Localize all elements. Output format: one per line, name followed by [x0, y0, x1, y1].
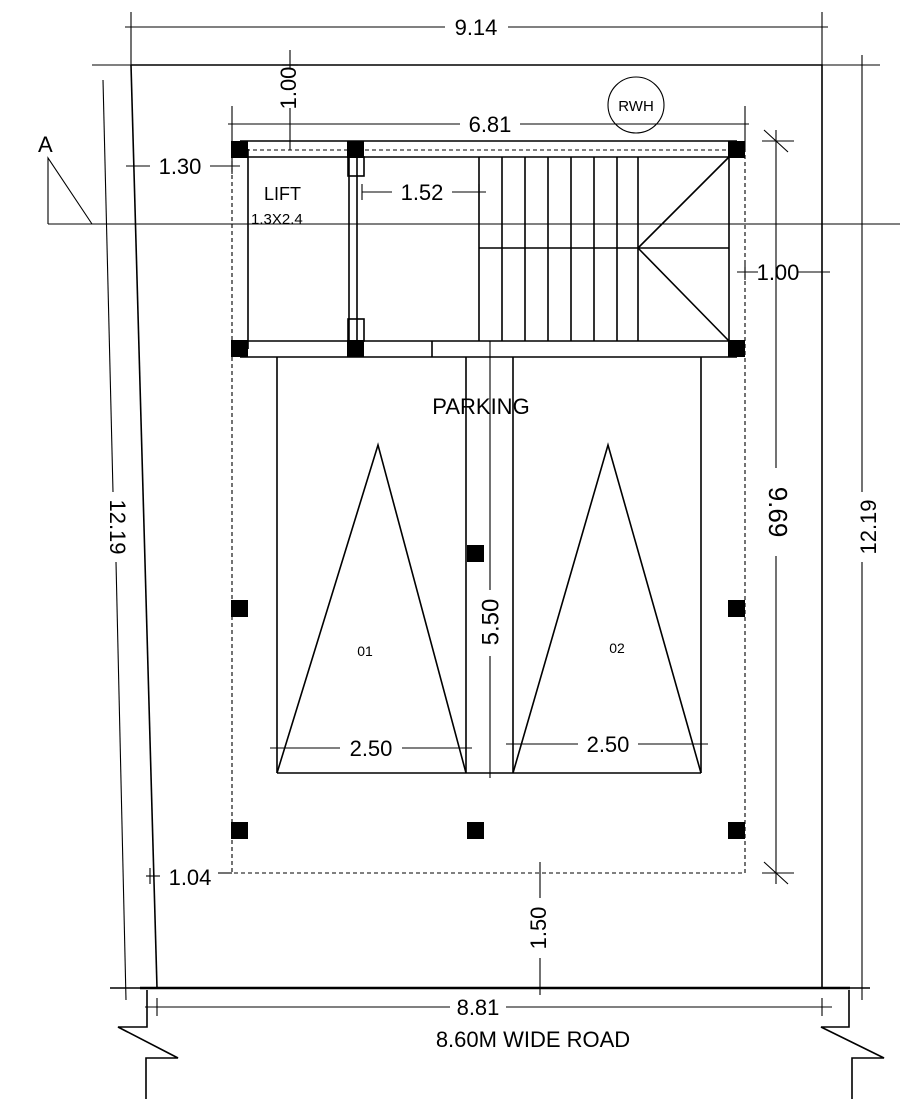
dimension-right-setback: 1.00: [737, 260, 830, 285]
column: [231, 340, 248, 357]
dim-right-setback-label: 1.00: [757, 260, 800, 285]
column: [231, 822, 248, 839]
dim-bottom-width-label: 8.81: [457, 995, 500, 1020]
column: [231, 141, 248, 158]
dim-right-depth-label: 12.19: [856, 499, 881, 554]
road: 8.60M WIDE ROAD: [117, 990, 885, 1099]
dimension-building-depth: 9.69: [762, 129, 794, 885]
dimension-right-depth: 12.19: [822, 55, 881, 1000]
dim-bay1-width-label: 2.50: [350, 736, 393, 761]
dimension-building-width: 6.81: [228, 106, 749, 150]
column: [467, 545, 484, 562]
road-label: 8.60M WIDE ROAD: [436, 1027, 630, 1052]
building-footprint: [231, 149, 746, 874]
column: [231, 600, 248, 617]
dimension-lift-to-stair: 1.52: [361, 180, 486, 205]
lift-label: LIFT: [264, 184, 301, 204]
parking-area: PARKING: [276, 357, 702, 774]
dim-left-setback-top-label: 1.30: [159, 154, 202, 179]
dim-building-depth-label: 9.69: [763, 487, 793, 538]
dim-parking-depth-label: 5.50: [477, 599, 504, 646]
bay-02-label: 02: [609, 640, 625, 656]
lift-size-label: 1.3X2.4: [251, 211, 303, 228]
column: [347, 141, 364, 158]
dim-left-setback-bottom-label: 1.04: [169, 865, 212, 890]
dim-top-setback-label: 1.00: [276, 67, 301, 110]
bay-01-label: 01: [357, 643, 373, 659]
column: [728, 141, 745, 158]
column: [728, 822, 745, 839]
dim-lift-to-stair-label: 1.52: [401, 180, 444, 205]
rwh-label: RWH: [618, 98, 654, 115]
column: [728, 340, 745, 357]
dim-bay2-width-label: 2.50: [587, 732, 630, 757]
parking-label: PARKING: [432, 394, 529, 419]
columns: [231, 141, 745, 839]
section-marker-a: A: [38, 132, 900, 225]
dim-left-depth-label: 12.19: [105, 499, 130, 554]
dimension-top-width: 9.14: [125, 12, 828, 65]
dimension-left-depth: 12.19: [92, 64, 131, 1001]
dim-building-width-label: 6.81: [469, 112, 512, 137]
core-block: LIFT 1.3X2.4: [240, 140, 737, 358]
dimension-left-setback-top: 1.30: [126, 154, 240, 179]
dimension-left-setback-bottom: 1.04: [146, 865, 232, 890]
dim-top-width-label: 9.14: [455, 15, 498, 40]
column: [347, 340, 364, 357]
section-marker-label: A: [38, 132, 53, 157]
rwh-pit: RWH: [607, 76, 665, 134]
column: [728, 600, 745, 617]
dimension-front-setback: 1.50: [526, 862, 551, 995]
dimension-bottom-width: 8.81: [145, 995, 832, 1020]
column: [467, 822, 484, 839]
dimension-parking-depth: 5.50: [477, 341, 504, 778]
parking-bay-02: 02 2.50: [506, 442, 708, 774]
dimension-top-setback: 1.00: [276, 50, 301, 150]
parking-bay-01: 01 2.50: [270, 442, 472, 774]
dim-front-setback-label: 1.50: [526, 907, 551, 950]
